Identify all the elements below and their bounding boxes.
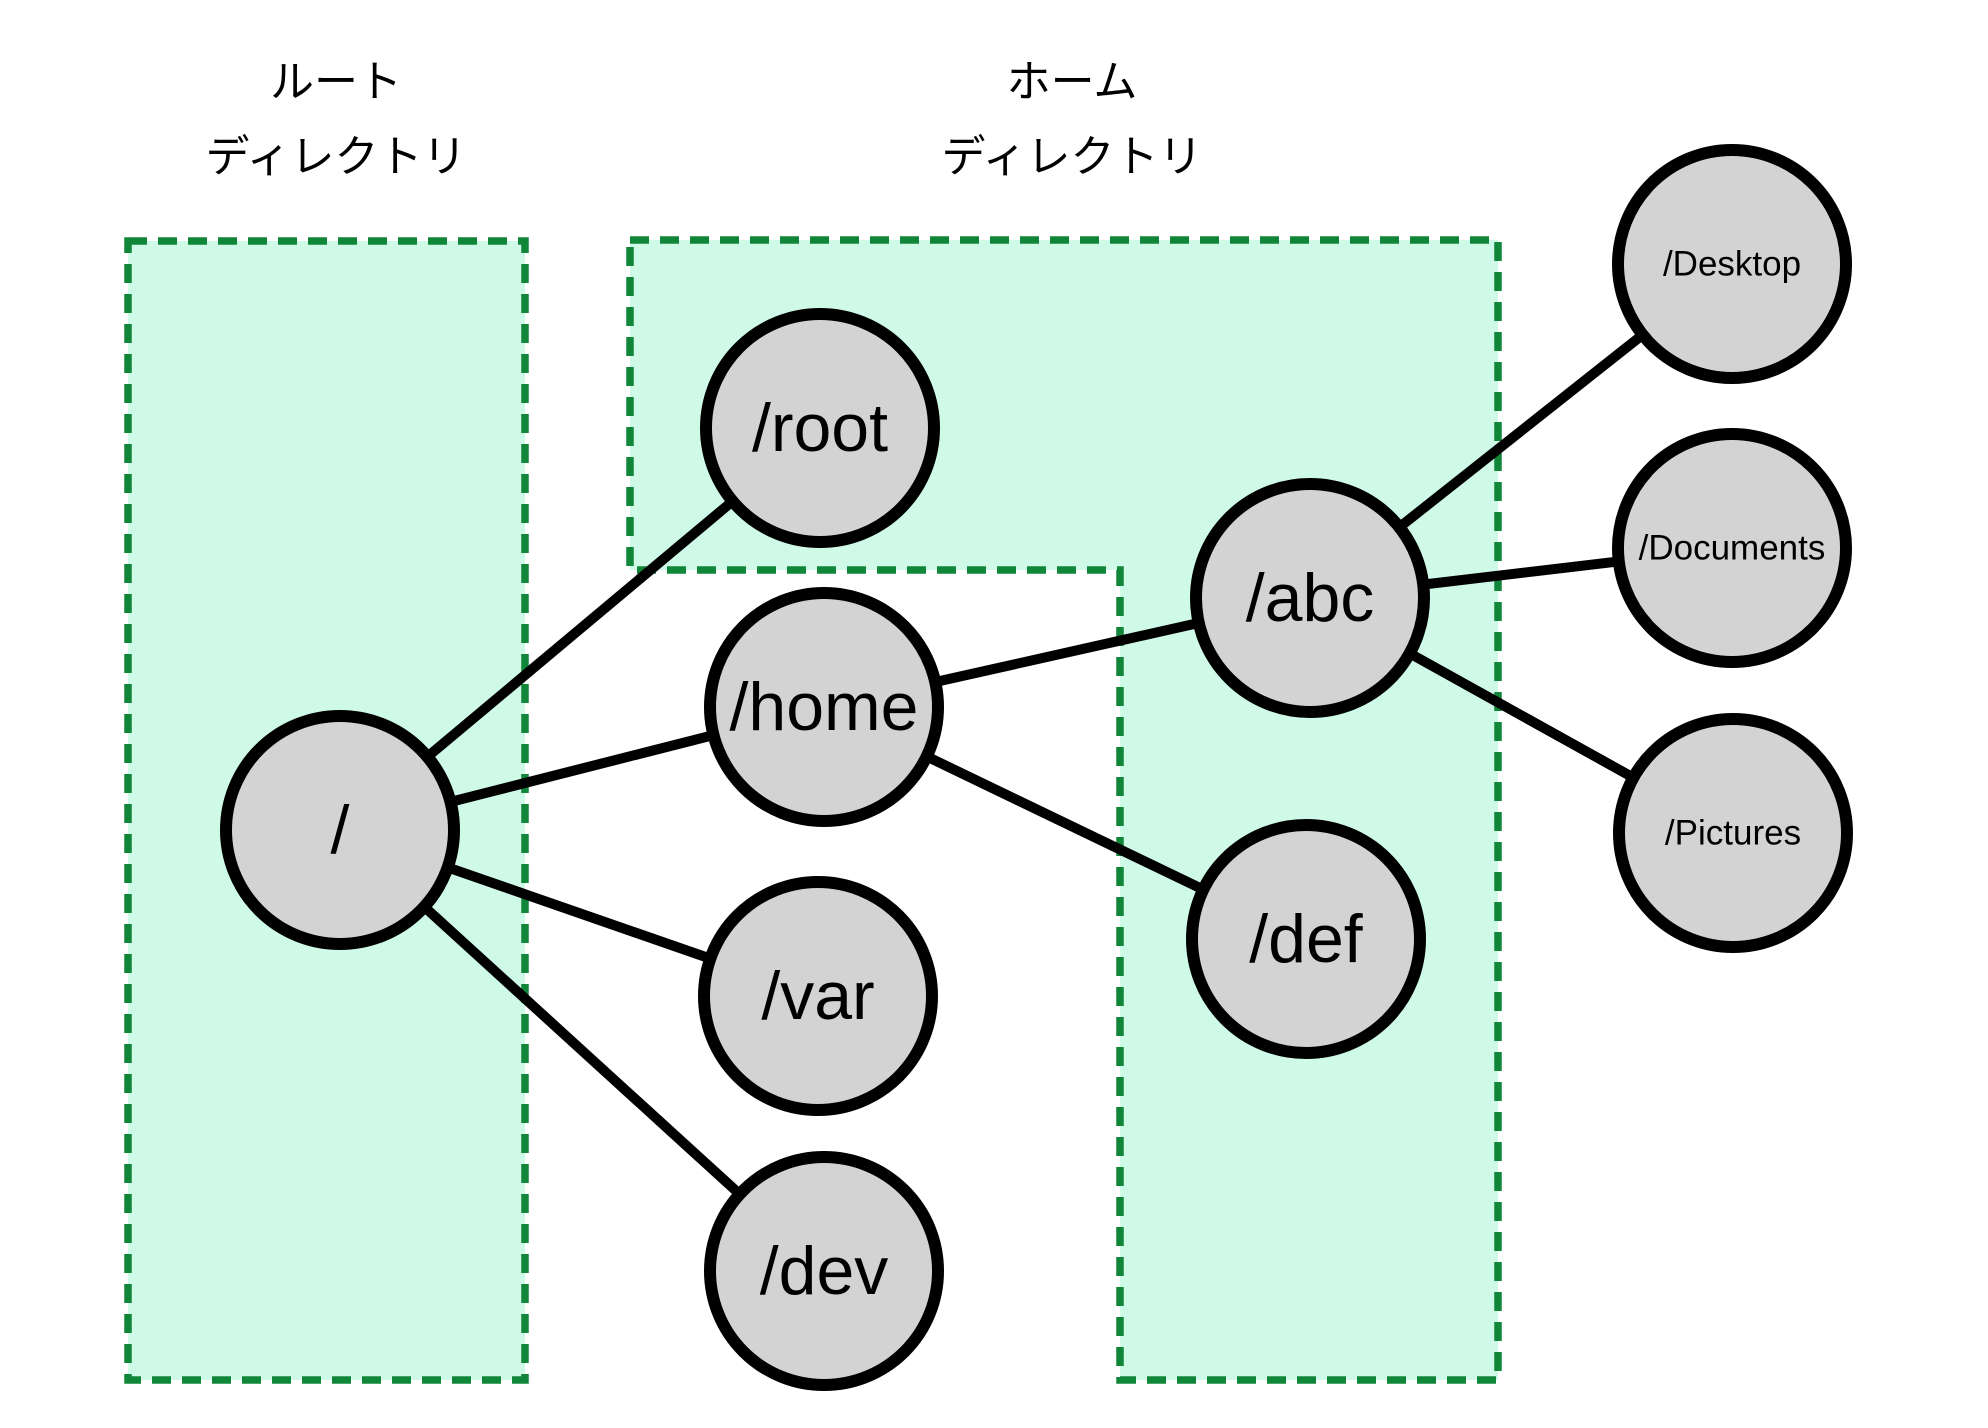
node-label-home: /home (730, 669, 919, 745)
node-desktop: /Desktop (1612, 144, 1852, 384)
node-slash: / (220, 710, 460, 950)
node-circle-desktop (1612, 144, 1852, 384)
node-circle-home (704, 587, 944, 827)
node-label-slash: / (331, 792, 350, 868)
node-var: /var (698, 876, 938, 1116)
node-circle-abc (1190, 478, 1430, 718)
node-label-root: /root (752, 390, 888, 466)
node-def: /def (1186, 819, 1426, 1059)
node-circle-var (698, 876, 938, 1116)
node-documents: /Documents (1612, 428, 1852, 668)
node-circle-slash (220, 710, 460, 950)
node-dev: /dev (704, 1151, 944, 1391)
home-directory-label-line-2: ディレクトリ (942, 133, 1203, 182)
node-label-documents: /Documents (1639, 529, 1826, 568)
node-circle-pictures (1613, 713, 1853, 953)
node-circle-root (700, 308, 940, 548)
root-directory-label-line-2: ディレクトリ (206, 133, 467, 182)
node-abc: /abc (1190, 478, 1430, 718)
node-label-var: /var (761, 958, 874, 1034)
node-label-desktop: /Desktop (1663, 245, 1801, 284)
node-root: /root (700, 308, 940, 548)
node-home: /home (704, 587, 944, 827)
node-label-dev: /dev (760, 1233, 889, 1309)
node-circle-dev (704, 1151, 944, 1391)
node-label-def: /def (1249, 901, 1363, 977)
node-label-pictures: /Pictures (1665, 814, 1801, 853)
root-directory-label-line-1: ルート (270, 58, 402, 107)
node-circle-documents (1612, 428, 1852, 668)
node-circle-def (1186, 819, 1426, 1059)
node-label-abc: /abc (1246, 560, 1375, 636)
node-pictures: /Pictures (1613, 713, 1853, 953)
home-directory-label-line-1: ホーム (1007, 58, 1138, 107)
